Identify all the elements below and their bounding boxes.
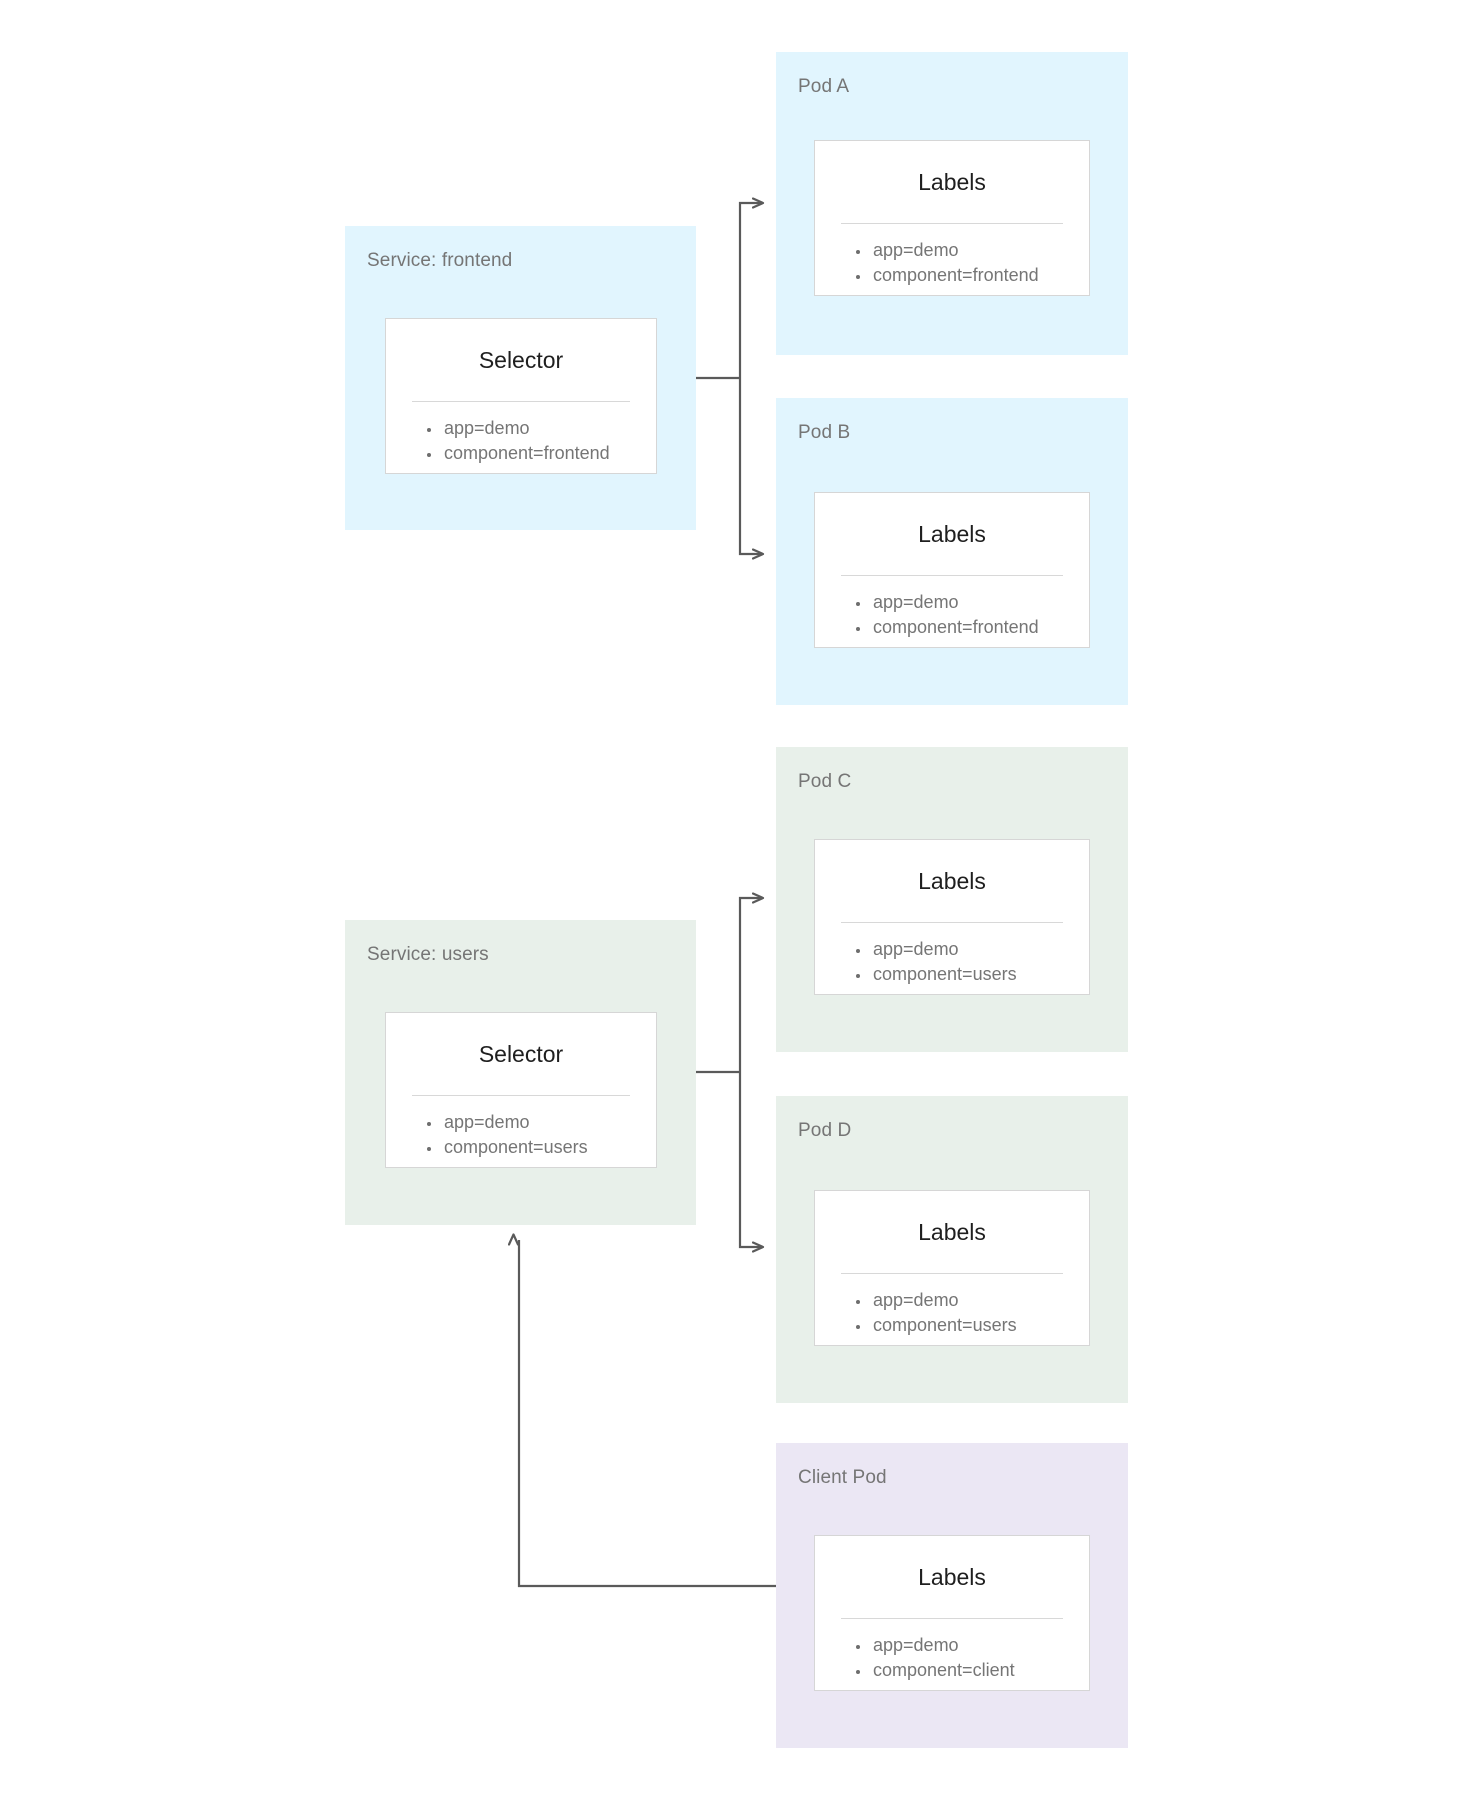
connector-frontend-to-pods <box>696 203 763 554</box>
group-client-pod[interactable]: Client Pod Labels app=demo component=cli… <box>776 1443 1128 1748</box>
label-list-pod-b: app=demo component=frontend <box>815 576 1089 641</box>
group-title-pod-c: Pod C <box>798 771 852 792</box>
card-title-labels-pod-c: Labels <box>918 868 986 894</box>
card-title-selector-frontend: Selector <box>478 347 564 373</box>
list-item: app=demo <box>871 590 1089 616</box>
label-list-pod-d: app=demo component=users <box>815 1274 1089 1339</box>
list-item: app=demo <box>871 1633 1089 1659</box>
list-item: app=demo <box>871 1288 1089 1314</box>
selector-card-users[interactable]: Selector app=demo component=users <box>385 1012 657 1168</box>
group-pod-a[interactable]: Pod A Labels app=demo component=frontend <box>776 52 1128 355</box>
card-divider <box>412 1094 630 1096</box>
list-item: app=demo <box>442 1110 656 1136</box>
card-title-selector-users: Selector <box>478 1041 564 1067</box>
list-item: component=users <box>442 1135 656 1161</box>
card-divider <box>841 921 1063 923</box>
group-title-pod-b: Pod B <box>798 422 851 443</box>
label-list-pod-a: app=demo component=frontend <box>815 224 1089 289</box>
group-pod-d[interactable]: Pod D Labels app=demo component=users <box>776 1096 1128 1403</box>
group-service-frontend[interactable]: Service: frontend Selector app=demo comp… <box>345 226 696 530</box>
list-item: component=frontend <box>871 263 1089 289</box>
selector-card-frontend[interactable]: Selector app=demo component=frontend <box>385 318 657 474</box>
list-item: component=frontend <box>871 615 1089 641</box>
labels-card-pod-c[interactable]: Labels app=demo component=users <box>814 839 1090 995</box>
card-title-labels-pod-a: Labels <box>918 169 986 195</box>
selector-list-frontend: app=demo component=frontend <box>386 402 656 467</box>
card-divider <box>841 574 1063 576</box>
group-pod-c[interactable]: Pod C Labels app=demo component=users <box>776 747 1128 1052</box>
group-title-pod-d: Pod D <box>798 1120 852 1141</box>
labels-card-pod-d[interactable]: Labels app=demo component=users <box>814 1190 1090 1346</box>
card-divider <box>841 1617 1063 1619</box>
card-title-labels-client-pod: Labels <box>918 1564 986 1590</box>
card-divider <box>841 222 1063 224</box>
group-title-service-frontend: Service: frontend <box>367 250 513 271</box>
card-divider <box>412 400 630 402</box>
connector-client-to-users <box>519 1240 776 1588</box>
list-item: app=demo <box>871 238 1089 264</box>
list-item: component=frontend <box>442 441 656 467</box>
card-title-labels-pod-b: Labels <box>918 521 986 547</box>
selector-list-users: app=demo component=users <box>386 1096 656 1161</box>
list-item: app=demo <box>871 937 1089 963</box>
group-title-service-users: Service: users <box>367 944 489 965</box>
labels-card-pod-a[interactable]: Labels app=demo component=frontend <box>814 140 1090 296</box>
list-item: component=client <box>871 1658 1089 1684</box>
list-item: component=users <box>871 962 1089 988</box>
list-item: component=users <box>871 1313 1089 1339</box>
group-title-pod-a: Pod A <box>798 76 850 97</box>
label-list-pod-c: app=demo component=users <box>815 923 1089 988</box>
group-pod-b[interactable]: Pod B Labels app=demo component=frontend <box>776 398 1128 705</box>
labels-card-client-pod[interactable]: Labels app=demo component=client <box>814 1535 1090 1691</box>
labels-card-pod-b[interactable]: Labels app=demo component=frontend <box>814 492 1090 648</box>
card-title-labels-pod-d: Labels <box>918 1219 986 1245</box>
list-item: app=demo <box>442 416 656 442</box>
card-divider <box>841 1272 1063 1274</box>
group-service-users[interactable]: Service: users Selector app=demo compone… <box>345 920 696 1225</box>
connector-users-to-pods <box>696 898 763 1247</box>
group-title-client-pod: Client Pod <box>798 1467 887 1488</box>
label-list-client-pod: app=demo component=client <box>815 1619 1089 1684</box>
